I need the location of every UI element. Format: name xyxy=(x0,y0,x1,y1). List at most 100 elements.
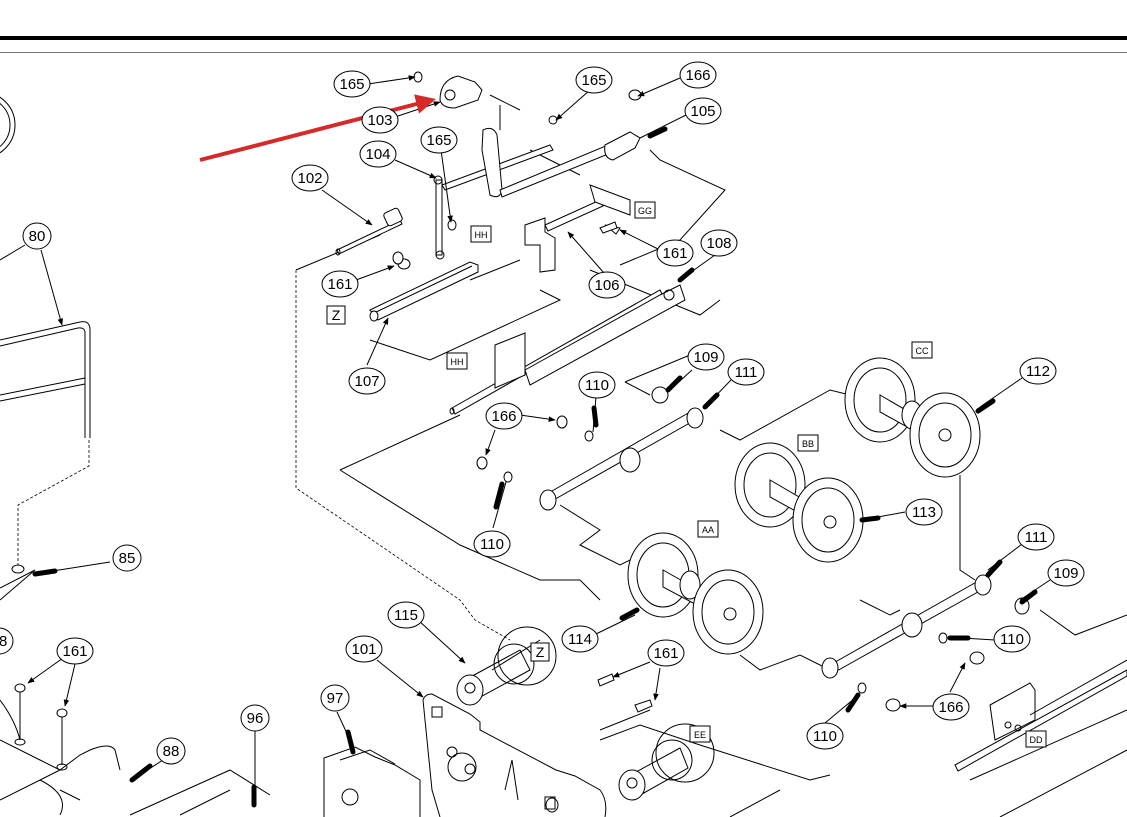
callout-outline xyxy=(700,229,738,257)
reference-tag: Z xyxy=(530,642,550,662)
callout-outline xyxy=(993,625,1031,653)
callout-outline xyxy=(806,722,844,750)
callout-label: 101 xyxy=(351,641,376,658)
reference-tag-label: GG xyxy=(638,206,652,216)
callout-outline xyxy=(727,358,765,386)
callout-balloon: 110 xyxy=(993,625,1031,653)
callout-balloon: 88 xyxy=(156,737,186,765)
reference-tag-box xyxy=(446,352,468,370)
callout-balloon: 85 xyxy=(112,544,142,572)
callout-outline xyxy=(345,635,383,663)
callout-outline xyxy=(485,402,523,430)
callout-label: 166 xyxy=(491,408,516,425)
linkage-lower xyxy=(821,574,1030,712)
callout-balloon: 166 xyxy=(932,693,970,721)
callout-label: 113 xyxy=(912,504,936,521)
callout-label: 105 xyxy=(690,103,715,120)
callout-label: 109 xyxy=(1053,565,1078,582)
callout-outline xyxy=(240,704,270,732)
reference-tag-box xyxy=(1025,730,1047,748)
wheelset-bb xyxy=(734,442,864,563)
callout-balloon: 114 xyxy=(561,625,599,653)
bracket-dd xyxy=(954,659,1127,772)
reference-tag: Z xyxy=(326,305,346,325)
lower-left-plate xyxy=(0,683,271,816)
callout-balloon: 97 xyxy=(320,684,350,712)
reference-tag-label: HH xyxy=(451,357,464,367)
callout-balloon: 166 xyxy=(485,402,523,430)
side-plate-101 xyxy=(422,693,607,817)
reference-tag: HH xyxy=(446,352,468,370)
callout-balloon: 161 xyxy=(56,637,94,665)
callout-outline xyxy=(321,270,359,298)
coupling-lower xyxy=(618,723,715,801)
reference-tag-label: CC xyxy=(916,346,929,356)
callout-label: 165 xyxy=(426,132,451,149)
reference-tag-label: BB xyxy=(802,439,814,449)
rail-frame-part xyxy=(0,321,91,601)
callout-outline xyxy=(932,693,970,721)
reference-tag: EE xyxy=(689,725,711,743)
reference-tag-box xyxy=(326,305,346,325)
callout-outline xyxy=(1017,523,1055,551)
callout-balloon: 115 xyxy=(387,601,425,629)
callout-outline xyxy=(473,530,511,558)
callout-outline xyxy=(348,367,386,395)
thick-pointers xyxy=(32,126,1038,808)
reference-tag-label: EE xyxy=(694,730,706,740)
callout-label: 110 xyxy=(480,536,504,553)
partial-ring-part xyxy=(0,96,16,154)
callout-label: 80 xyxy=(29,228,46,245)
callout-balloon: 110 xyxy=(578,371,616,399)
callout-balloon: 88 xyxy=(0,627,14,655)
rod-108 xyxy=(449,284,686,415)
callout-outline xyxy=(656,239,694,267)
callout-outline xyxy=(387,601,425,629)
callout-balloon: 102 xyxy=(291,164,329,192)
callout-label: 161 xyxy=(327,276,352,293)
reference-tag: BB xyxy=(797,434,819,452)
callout-label: 112 xyxy=(1026,363,1050,380)
callout-label: 106 xyxy=(594,277,619,294)
callout-balloon: 110 xyxy=(806,722,844,750)
callout-balloon: 112 xyxy=(1019,357,1057,385)
callout-outline xyxy=(0,627,14,655)
callout-label: 110 xyxy=(813,728,837,745)
callout-outline xyxy=(22,222,52,250)
callout-balloon: 109 xyxy=(1047,559,1085,587)
rod-107 xyxy=(369,258,479,322)
callout-outline xyxy=(647,639,685,667)
reference-tag: CC xyxy=(911,341,933,359)
callout-outline xyxy=(561,625,599,653)
header-rule-thin xyxy=(0,52,1127,53)
reference-tag-box xyxy=(634,201,656,219)
reference-tag: HH xyxy=(470,225,492,243)
callout-outline xyxy=(684,97,722,125)
callout-outline xyxy=(1047,559,1085,587)
callout-balloon: 165 xyxy=(333,70,371,98)
reference-tag-box xyxy=(530,642,550,662)
header-rule-thick xyxy=(0,36,1127,40)
callout-label: 111 xyxy=(735,364,758,381)
callout-label: 97 xyxy=(327,690,344,707)
reference-tag-group: GG HH Z HH CC BB AA Z EE DD xyxy=(326,201,1047,748)
callout-label: 88 xyxy=(163,743,180,760)
callout-label: 161 xyxy=(662,245,687,262)
coupling-115 xyxy=(456,626,557,706)
callout-outline xyxy=(361,106,399,134)
callout-balloon: 111 xyxy=(1017,523,1055,551)
callout-label: 109 xyxy=(693,349,718,366)
reference-tag: DD xyxy=(1025,730,1047,748)
callout-label: 166 xyxy=(938,699,963,716)
reference-tag-box xyxy=(689,725,711,743)
reference-tag: AA xyxy=(697,520,719,538)
callout-balloon: 101 xyxy=(345,635,383,663)
lever-103 xyxy=(413,71,483,109)
reference-tag-box xyxy=(470,225,492,243)
wheelset-cc xyxy=(844,357,981,478)
callout-label: 110 xyxy=(585,377,609,394)
bracket-105 xyxy=(548,89,642,161)
callout-label: 88 xyxy=(0,633,7,650)
